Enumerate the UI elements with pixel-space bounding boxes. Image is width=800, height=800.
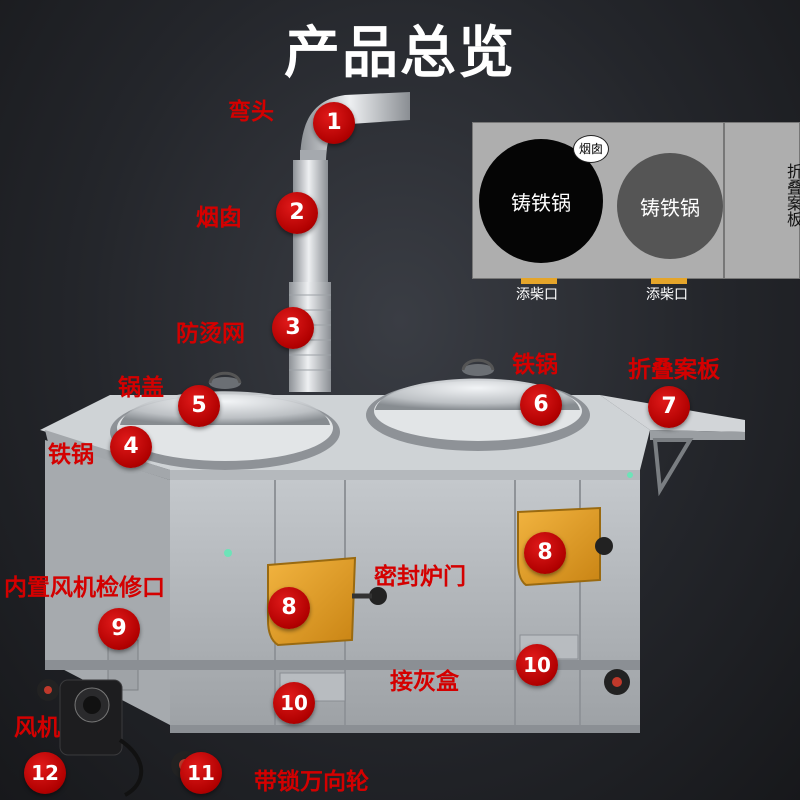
callout-badge-3: 3: [272, 307, 314, 349]
top-view-divider: [723, 123, 725, 278]
callout-badge-1: 1: [313, 102, 355, 144]
callout-badge-12: 12: [24, 752, 66, 794]
top-view-pot-right: 铸铁锅: [617, 153, 723, 259]
top-view-diagram: 铸铁锅 铸铁锅 烟囱 折叠案板: [472, 122, 800, 284]
callout-badge-6: 6: [520, 384, 562, 426]
callout-label-fan-port: 内置风机检修口: [4, 575, 165, 601]
callout-label-fan: 风机: [14, 715, 60, 741]
callout-label-wok-right: 铁锅: [512, 352, 558, 378]
callout-badge-7: 7: [648, 386, 690, 428]
callout-label-ash-box: 接灰盒: [390, 669, 459, 695]
callout-badge-5: 5: [178, 385, 220, 427]
top-view-port-right: [651, 278, 687, 284]
callout-badge-4: 4: [110, 426, 152, 468]
top-view-port-left: [521, 278, 557, 284]
page-title: 产品总览: [284, 21, 516, 86]
callout-badge-10a: 10: [273, 682, 315, 724]
callout-label-elbow: 弯头: [228, 99, 274, 125]
callout-label-chimney: 烟囱: [196, 205, 242, 231]
port-label-left: 添柴口: [516, 287, 558, 303]
port-label-right: 添柴口: [646, 287, 688, 303]
callout-badge-11: 11: [180, 752, 222, 794]
callout-badge-10b: 10: [516, 644, 558, 686]
top-view-flue: 烟囱: [573, 135, 609, 163]
callout-label-door: 密封炉门: [374, 564, 466, 590]
top-view-board-label: 折叠案板: [784, 163, 800, 227]
callout-label-lid: 锅盖: [118, 375, 164, 401]
callout-label-board: 折叠案板: [628, 357, 720, 383]
callout-label-wok-left: 铁锅: [48, 442, 94, 468]
callout-badge-8b: 8: [524, 532, 566, 574]
callout-badge-9: 9: [98, 608, 140, 650]
callout-label-caster: 带锁万向轮: [254, 769, 369, 795]
callout-badge-2: 2: [276, 192, 318, 234]
callout-label-guard: 防烫网: [176, 321, 245, 347]
callout-badge-8a: 8: [268, 587, 310, 629]
